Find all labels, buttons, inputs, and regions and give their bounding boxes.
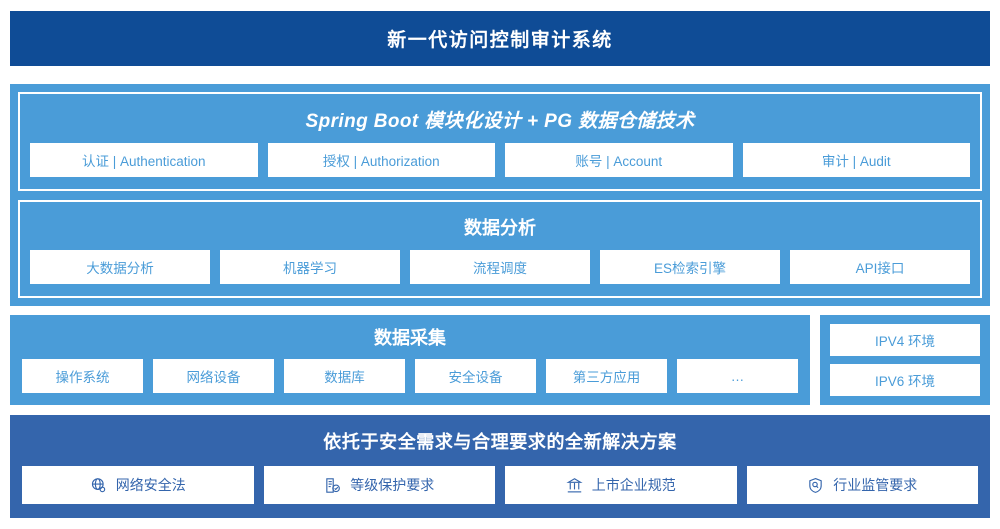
compliance-item-label: 上市企业规范 [591, 477, 676, 493]
shield-search-icon [807, 477, 824, 494]
architecture-panel: Spring Boot 模块化设计 + PG 数据仓储技术 认证 | Authe… [10, 84, 990, 306]
collection-source-third-party-app[interactable]: 第三方应用 [546, 359, 667, 393]
collection-panel: 数据采集 操作系统 网络设备 数据库 安全设备 第三方应用 … [10, 315, 810, 405]
platform-module-authorization[interactable]: 授权 | Authorization [267, 143, 495, 177]
compliance-item-industry-regulation[interactable]: 行业监管要求 [746, 466, 978, 504]
analytics-title: 数据分析 [464, 218, 536, 238]
collection-row: 数据采集 操作系统 网络设备 数据库 安全设备 第三方应用 … IPV4 环境 … [10, 315, 990, 405]
compliance-item-cybersecurity-law[interactable]: 网络安全法 [22, 466, 254, 504]
platform-module-row: 认证 | Authentication 授权 | Authorization 账… [30, 143, 970, 177]
platform-subpanel: Spring Boot 模块化设计 + PG 数据仓储技术 认证 | Authe… [18, 92, 982, 191]
page-header: 新一代访问控制审计系统 [10, 11, 990, 66]
collection-source-row: 操作系统 网络设备 数据库 安全设备 第三方应用 … [22, 359, 798, 393]
collection-source-database[interactable]: 数据库 [284, 359, 405, 393]
analytics-module-bigdata[interactable]: 大数据分析 [30, 250, 210, 284]
compliance-panel: 依托于安全需求与合理要求的全新解决方案 网络安全法 [10, 415, 990, 518]
analytics-module-row: 大数据分析 机器学习 流程调度 ES检索引擎 API接口 [30, 250, 970, 284]
compliance-item-label: 行业监管要求 [833, 477, 918, 493]
globe-icon [90, 477, 107, 494]
analytics-module-machine-learning[interactable]: 机器学习 [220, 250, 400, 284]
page-title: 新一代访问控制审计系统 [387, 30, 613, 51]
compliance-item-label: 等级保护要求 [350, 477, 435, 493]
platform-module-account[interactable]: 账号 | Account [505, 143, 733, 177]
compliance-item-listed-enterprise[interactable]: 上市企业规范 [505, 466, 737, 504]
environment-ipv6[interactable]: IPV6 环境 [830, 364, 980, 396]
compliance-title: 依托于安全需求与合理要求的全新解决方案 [323, 432, 677, 452]
bank-icon [566, 477, 583, 494]
compliance-item-label: 网络安全法 [115, 477, 186, 493]
analytics-module-api[interactable]: API接口 [790, 250, 970, 284]
platform-module-authentication[interactable]: 认证 | Authentication [30, 143, 258, 177]
collection-title: 数据采集 [374, 328, 446, 348]
analytics-module-es-search[interactable]: ES检索引擎 [600, 250, 780, 284]
analytics-module-workflow[interactable]: 流程调度 [410, 250, 590, 284]
collection-source-security-device[interactable]: 安全设备 [415, 359, 536, 393]
environment-panel: IPV4 环境 IPV6 环境 [820, 315, 990, 405]
document-check-icon [324, 477, 341, 494]
analytics-subpanel: 数据分析 大数据分析 机器学习 流程调度 ES检索引擎 API接口 [18, 200, 982, 298]
compliance-item-grade-protection[interactable]: 等级保护要求 [263, 466, 495, 504]
environment-ipv4[interactable]: IPV4 环境 [830, 324, 980, 356]
collection-source-network-device[interactable]: 网络设备 [153, 359, 274, 393]
platform-module-audit[interactable]: 审计 | Audit [742, 143, 970, 177]
platform-title: Spring Boot 模块化设计 + PG 数据仓储技术 [305, 111, 695, 132]
compliance-item-row: 网络安全法 等级保护要求 [22, 466, 978, 504]
collection-source-more[interactable]: … [677, 359, 798, 393]
collection-source-os[interactable]: 操作系统 [22, 359, 143, 393]
